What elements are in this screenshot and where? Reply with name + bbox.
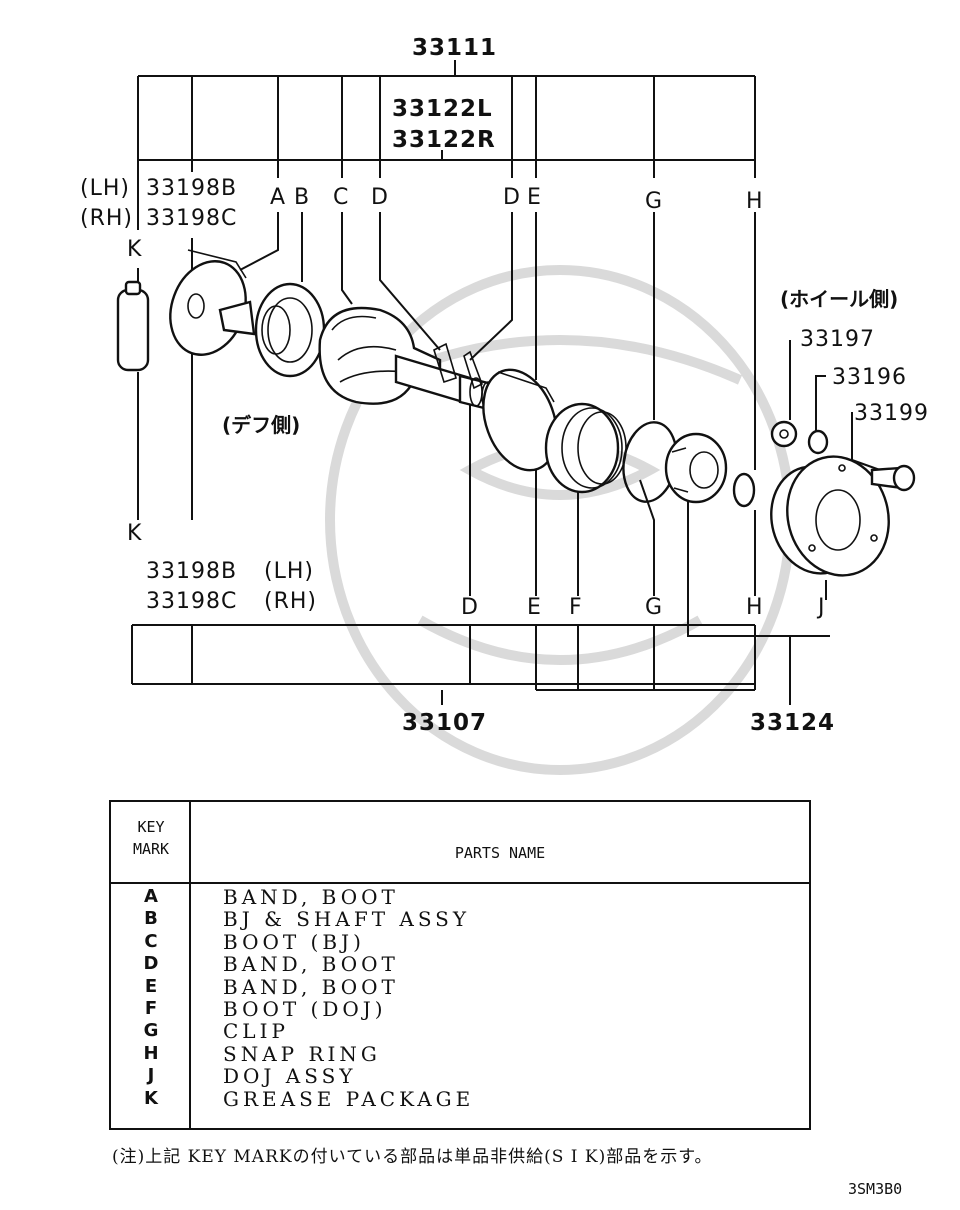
label-33124: 33124 bbox=[750, 710, 835, 736]
row-key: H bbox=[143, 1042, 159, 1064]
row-key: K bbox=[144, 1087, 158, 1109]
key-c-top: C bbox=[333, 185, 349, 210]
label-wheel-side: (ホイール側) bbox=[780, 287, 898, 311]
key-mark-header: KEY MARK bbox=[111, 816, 191, 860]
table-row: K GREASE PACKAGE bbox=[111, 1088, 809, 1110]
row-part-name: BAND, BOOT bbox=[223, 885, 399, 909]
drawing-code: 3SM3B0 bbox=[848, 1180, 903, 1198]
key-header-line-2: MARK bbox=[132, 840, 170, 858]
label-33122r: 33122R bbox=[392, 127, 496, 153]
parts-table: KEY MARK PARTS NAME A BAND, BOOT B BJ & SH… bbox=[109, 800, 811, 1130]
row-part-name: BOOT (DOJ) bbox=[223, 996, 387, 1021]
band-boot-d bbox=[433, 342, 484, 390]
key-k-top: K bbox=[127, 237, 142, 262]
table-row: A BAND, BOOT bbox=[111, 886, 809, 908]
bj-shaft-assy bbox=[218, 282, 326, 378]
key-column bbox=[111, 802, 191, 1128]
washer-33196 bbox=[807, 429, 829, 455]
row-part-name: BOOT (BJ) bbox=[223, 929, 365, 954]
snap-ring-h bbox=[732, 472, 756, 508]
table-row: H SNAP RING bbox=[111, 1043, 809, 1065]
row-key: E bbox=[144, 975, 158, 997]
label-rh-top: (RH) bbox=[80, 206, 133, 231]
key-a-top: A bbox=[270, 185, 286, 210]
row-key: B bbox=[144, 908, 158, 930]
label-33111: 33111 bbox=[412, 35, 497, 61]
table-row: G CLIP bbox=[111, 1020, 809, 1042]
label-33198b-bottom: 33198B bbox=[146, 559, 237, 584]
grease-package bbox=[116, 280, 150, 372]
row-part-name: GREASE PACKAGE bbox=[223, 1086, 475, 1111]
band-boot-e bbox=[482, 368, 558, 472]
key-b-top: B bbox=[294, 185, 310, 210]
table-header-divider bbox=[111, 882, 809, 884]
table-row: B BJ & SHAFT ASSY bbox=[111, 908, 809, 930]
label-33107: 33107 bbox=[402, 710, 487, 736]
label-33198c-top: 33198C bbox=[146, 206, 237, 231]
table-row: D BAND, BOOT bbox=[111, 953, 809, 975]
key-h-bottom: H bbox=[746, 595, 764, 620]
key-e-top: E bbox=[527, 185, 542, 210]
key-header-line-1: KEY bbox=[137, 818, 165, 836]
label-33122l: 33122L bbox=[392, 96, 493, 122]
label-33197: 33197 bbox=[800, 327, 875, 352]
bolt-33199 bbox=[870, 464, 916, 492]
row-part-name: DOJ ASSY bbox=[223, 1064, 357, 1089]
row-part-name: BJ & SHAFT ASSY bbox=[223, 907, 471, 932]
row-part-name: BAND, BOOT bbox=[223, 952, 399, 977]
nut-33197 bbox=[770, 420, 798, 448]
row-key: G bbox=[143, 1020, 159, 1042]
key-j-bottom: J bbox=[816, 595, 826, 620]
key-d2-top: D bbox=[503, 185, 521, 210]
key-g-bottom: G bbox=[645, 595, 663, 620]
label-diff-side: (デフ側) bbox=[222, 413, 300, 437]
footnote: (注)上記 KEY MARKの付いている部品は単品非供給(S I K)部品を示す… bbox=[112, 1147, 713, 1167]
leader-lines bbox=[131, 60, 881, 705]
row-key: A bbox=[144, 886, 158, 907]
diagram-labels: 33111 33122L 33122R (LH) (RH) 33198B 331… bbox=[80, 35, 929, 736]
table-row: J DOJ ASSY bbox=[111, 1065, 809, 1087]
label-rh-bottom: (RH) bbox=[264, 589, 317, 614]
label-33199: 33199 bbox=[854, 401, 929, 426]
row-key: D bbox=[143, 953, 159, 975]
row-part-name: SNAP RING bbox=[223, 1041, 381, 1066]
key-h-top: H bbox=[746, 189, 764, 214]
row-key: C bbox=[144, 930, 158, 952]
doj-assy bbox=[770, 455, 890, 577]
table-row: F BOOT (DOJ) bbox=[111, 998, 809, 1020]
label-lh-bottom: (LH) bbox=[264, 559, 314, 584]
key-g-top: G bbox=[645, 189, 663, 214]
table-row: E BAND, BOOT bbox=[111, 976, 809, 998]
row-key: J bbox=[147, 1065, 155, 1087]
label-33198b-top: 33198B bbox=[146, 176, 237, 201]
label-33196: 33196 bbox=[832, 365, 907, 390]
table-row: C BOOT (BJ) bbox=[111, 931, 809, 953]
row-part-name: CLIP bbox=[223, 1019, 289, 1044]
label-33198c-bottom: 33198C bbox=[146, 589, 237, 614]
doj-inner-race bbox=[664, 432, 728, 504]
exploded-parts-diagram: 33111 33122L 33122R (LH) (RH) 33198B 331… bbox=[80, 35, 929, 775]
row-key: F bbox=[144, 997, 158, 1019]
key-f-bottom: F bbox=[569, 595, 583, 620]
row-part-name: BAND, BOOT bbox=[223, 974, 399, 999]
key-d-top: D bbox=[371, 185, 389, 210]
boot-doj bbox=[544, 402, 627, 494]
key-k-bottom: K bbox=[127, 521, 142, 546]
key-e-bottom: E bbox=[527, 595, 542, 620]
parts-name-header: PARTS NAME bbox=[454, 844, 546, 862]
key-d-bottom: D bbox=[461, 595, 479, 620]
label-lh-top: (LH) bbox=[80, 176, 130, 201]
